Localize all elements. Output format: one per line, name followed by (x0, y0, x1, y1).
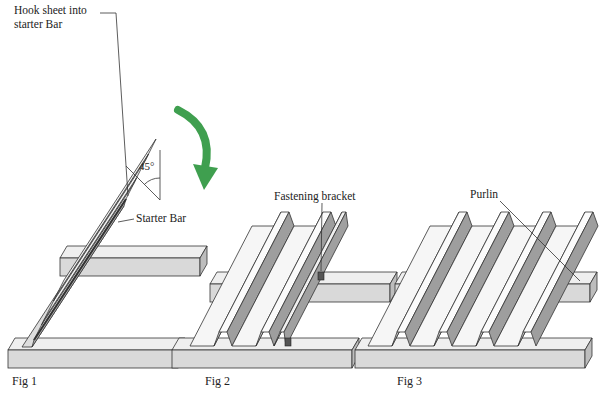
sheet-rib (494, 212, 598, 346)
tilted-sheet (34, 139, 156, 340)
sheet-rib (42, 178, 137, 325)
fastening-bracket (285, 338, 291, 346)
leader-lines (100, 13, 580, 281)
sheet-panel (34, 139, 156, 340)
angle-arc (144, 178, 160, 184)
arrow-shaft (178, 110, 207, 168)
part-label: Purlin (470, 188, 498, 202)
figure-label: Fig 2 (205, 374, 230, 388)
part-label: Fastening bracket (274, 190, 355, 204)
bar-upstand (32, 199, 126, 347)
purlin-face (8, 350, 178, 368)
leader-line (118, 219, 134, 222)
rotation-arrow (178, 110, 218, 190)
figure-label: Fig 3 (397, 374, 422, 388)
leader-line (100, 13, 128, 196)
purlin-end (200, 246, 207, 276)
sheet-hook-edge (34, 199, 126, 340)
purlin-face (172, 350, 352, 368)
purlin-end (585, 338, 592, 368)
fastening-bracket (318, 272, 324, 280)
leader-line (321, 203, 322, 271)
angle-label: 45° (139, 160, 154, 173)
figure-label: Fig 1 (12, 374, 37, 388)
angle-line (160, 150, 161, 200)
purlin-end (590, 272, 597, 302)
arrow-head (193, 164, 218, 190)
angle-marker (126, 150, 160, 200)
part-label: Hook sheet into starter Bar (14, 4, 102, 32)
purlin-face (355, 350, 585, 368)
part-label: Starter Bar (136, 212, 186, 226)
starter-bar (274, 212, 348, 346)
leader-line (500, 201, 580, 281)
sheet-rib (54, 154, 149, 301)
